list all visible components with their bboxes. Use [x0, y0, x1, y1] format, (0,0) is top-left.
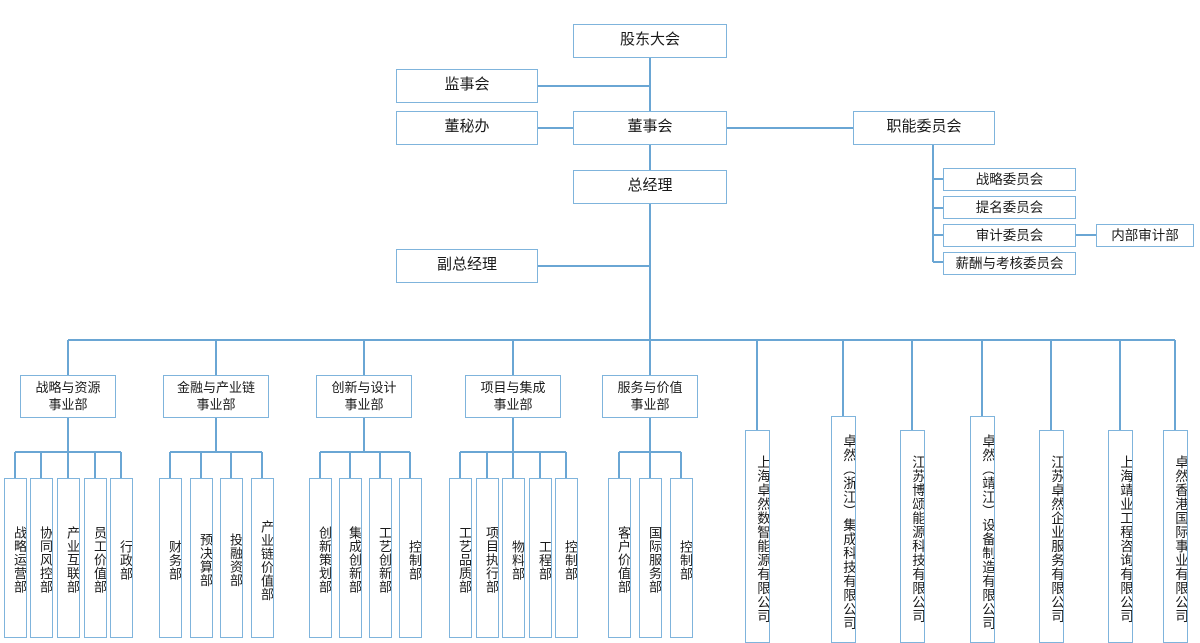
node-deputy-general-manager[interactable]: 副总经理: [396, 249, 538, 283]
subsidiary-box[interactable]: 上海靖业工程咨询有限公司: [1108, 430, 1133, 643]
department-label: 控制部: [678, 539, 693, 581]
node-shareholders-meeting[interactable]: 股东大会: [573, 24, 727, 58]
department-box[interactable]: 工程部: [529, 478, 552, 638]
department-label: 员工价值部: [92, 526, 107, 594]
subsidiary-label: 江苏卓然企业服务有限公司: [1049, 454, 1064, 623]
department-label: 协同风控部: [38, 526, 53, 594]
node-compensation-committee[interactable]: 薪酬与考核委员会: [943, 252, 1076, 275]
department-box[interactable]: 预决算部: [190, 478, 213, 638]
subsidiary-label: 江苏博颂能源科技有限公司: [910, 454, 925, 623]
department-box[interactable]: 产业链价值部: [251, 478, 274, 638]
department-label: 客户价值部: [616, 526, 631, 594]
node-nomination-committee[interactable]: 提名委员会: [943, 196, 1076, 219]
department-label: 创新策划部: [317, 526, 332, 594]
subsidiary-label: 上海靖业工程咨询有限公司: [1118, 454, 1133, 623]
node-audit-committee[interactable]: 审计委员会: [943, 224, 1076, 247]
department-label: 财务部: [167, 539, 182, 581]
division-box-0[interactable]: 战略与资源 事业部: [20, 375, 116, 418]
department-label: 集成创新部: [347, 526, 362, 594]
department-box[interactable]: 创新策划部: [309, 478, 332, 638]
department-label: 工程部: [537, 539, 552, 581]
division-box-4[interactable]: 服务与价值 事业部: [602, 375, 698, 418]
department-box[interactable]: 控制部: [555, 478, 578, 638]
department-label: 战略运营部: [12, 526, 27, 594]
node-strategy-committee[interactable]: 战略委员会: [943, 168, 1076, 191]
subsidiary-box[interactable]: 上海卓然数智能源有限公司: [745, 430, 770, 643]
node-functional-committee[interactable]: 职能委员会: [853, 111, 995, 145]
department-box[interactable]: 集成创新部: [339, 478, 362, 638]
department-label: 预决算部: [198, 533, 213, 587]
department-box[interactable]: 员工价值部: [84, 478, 107, 638]
department-label: 产业链价值部: [259, 519, 274, 601]
department-label: 项目执行部: [484, 526, 499, 594]
subsidiary-box[interactable]: 江苏博颂能源科技有限公司: [900, 430, 925, 643]
department-box[interactable]: 投融资部: [220, 478, 243, 638]
subsidiary-label: 卓然（浙江）集成科技有限公司: [841, 433, 856, 630]
department-label: 物料部: [510, 539, 525, 581]
division-box-1[interactable]: 金融与产业链 事业部: [163, 375, 269, 418]
department-label: 工艺品质部: [457, 526, 472, 594]
node-board-of-directors[interactable]: 董事会: [573, 111, 727, 145]
subsidiary-box[interactable]: 江苏卓然企业服务有限公司: [1039, 430, 1064, 643]
department-box[interactable]: 项目执行部: [476, 478, 499, 638]
division-box-3[interactable]: 项目与集成 事业部: [465, 375, 561, 418]
department-box[interactable]: 控制部: [399, 478, 422, 638]
department-box[interactable]: 国际服务部: [639, 478, 662, 638]
subsidiary-label: 卓然香港国际事业有限公司: [1173, 454, 1188, 623]
department-label: 产业互联部: [65, 526, 80, 594]
node-internal-audit-department[interactable]: 内部审计部: [1096, 224, 1194, 247]
department-box[interactable]: 控制部: [670, 478, 693, 638]
subsidiary-box[interactable]: 卓然香港国际事业有限公司: [1163, 430, 1188, 643]
department-box[interactable]: 行政部: [110, 478, 133, 638]
node-board-secretary-office[interactable]: 董秘办: [396, 111, 538, 145]
node-supervisory-board[interactable]: 监事会: [396, 69, 538, 103]
department-label: 行政部: [118, 539, 133, 581]
subsidiary-label: 卓然（靖江）设备制造有限公司: [980, 433, 995, 630]
division-box-2[interactable]: 创新与设计 事业部: [316, 375, 412, 418]
department-box[interactable]: 产业互联部: [57, 478, 80, 638]
department-label: 控制部: [563, 539, 578, 581]
department-box[interactable]: 客户价值部: [608, 478, 631, 638]
department-box[interactable]: 协同风控部: [30, 478, 53, 638]
department-label: 投融资部: [228, 533, 243, 587]
department-label: 工艺创新部: [377, 526, 392, 594]
department-label: 控制部: [407, 539, 422, 581]
node-general-manager[interactable]: 总经理: [573, 170, 727, 204]
department-label: 国际服务部: [647, 526, 662, 594]
subsidiary-label: 上海卓然数智能源有限公司: [755, 454, 770, 623]
department-box[interactable]: 工艺创新部: [369, 478, 392, 638]
subsidiary-box[interactable]: 卓然（浙江）集成科技有限公司: [831, 416, 856, 643]
department-box[interactable]: 财务部: [159, 478, 182, 638]
department-box[interactable]: 物料部: [502, 478, 525, 638]
department-box[interactable]: 战略运营部: [4, 478, 27, 638]
subsidiary-box[interactable]: 卓然（靖江）设备制造有限公司: [970, 416, 995, 643]
department-box[interactable]: 工艺品质部: [449, 478, 472, 638]
